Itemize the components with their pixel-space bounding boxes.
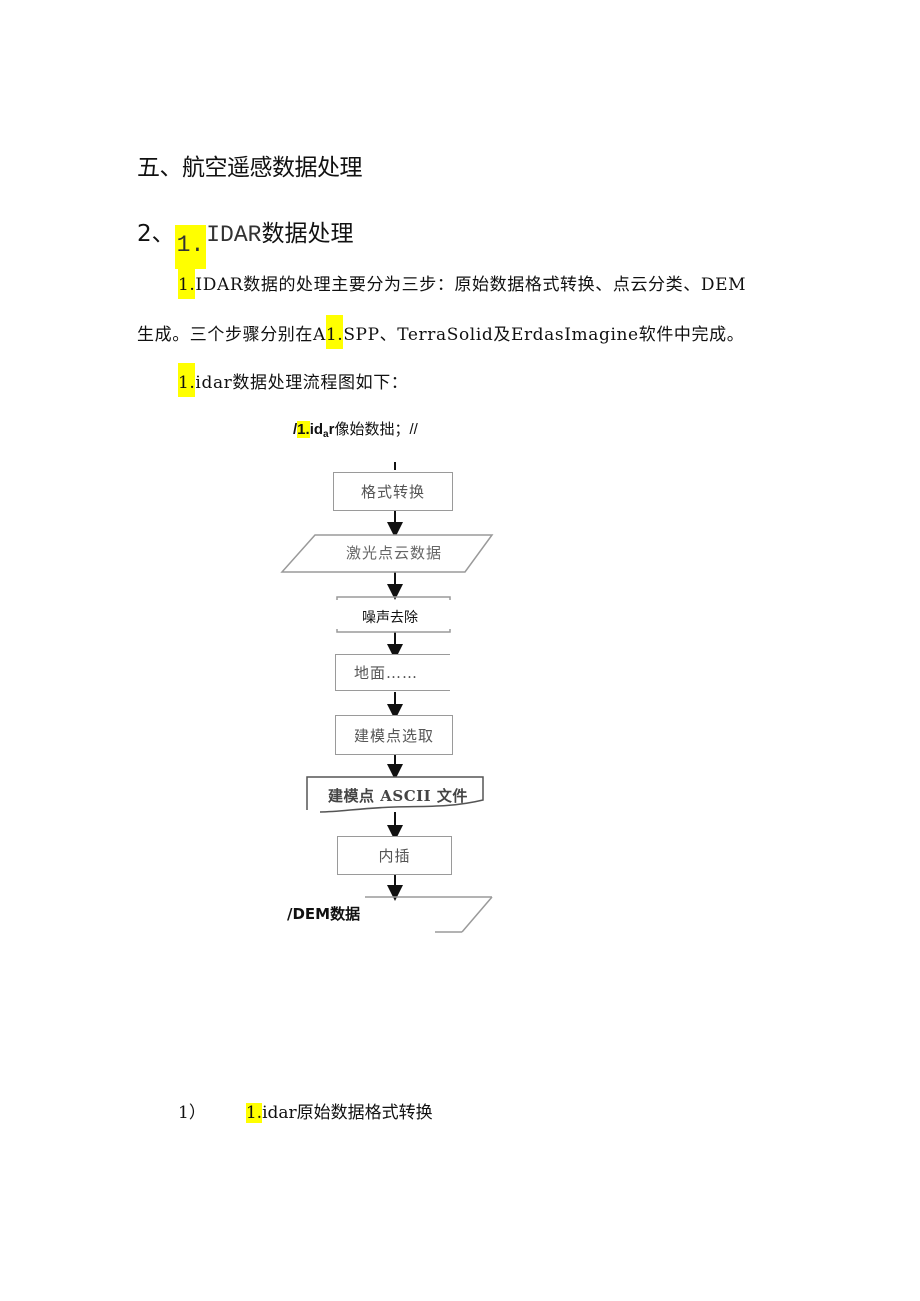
- list-number: 1）: [178, 1103, 206, 1123]
- paragraph-text: IDAR数据的处理主要分为三步：原始数据格式转换、点云分类、DEM: [195, 275, 747, 295]
- flow-step-model-point-selection: 建模点选取: [335, 715, 453, 755]
- flow-step-point-cloud: 激光点云数据: [334, 542, 454, 563]
- subsection-text: idar原始数据格式转换: [262, 1103, 433, 1123]
- highlight-mark: 1.: [325, 315, 344, 349]
- step-label: 格式转换: [360, 483, 425, 501]
- caption-r: r: [328, 421, 335, 438]
- heading-prefix: 2、: [137, 221, 175, 247]
- highlight-mark: 1.: [245, 1103, 263, 1123]
- flow-step-noise-removal: 噪声去除: [362, 607, 418, 627]
- paragraph-text: 生成。三个步骤分别在A: [137, 325, 326, 345]
- paragraph-1-line-1: 1.IDAR数据的处理主要分为三步：原始数据格式转换、点云分类、DEM: [178, 265, 747, 299]
- highlight-mark: 1.: [178, 265, 196, 299]
- flow-step-format-conversion: 格式转换: [333, 472, 453, 511]
- paragraph-1-line-2: 生成。三个步骤分别在A1.SPP、TerraSolid及ErdasImagine…: [137, 315, 745, 349]
- section-heading: 五、航空遥感数据处理: [137, 155, 363, 181]
- caption-id: id: [309, 421, 324, 438]
- highlight-mark: 1.: [178, 363, 196, 397]
- highlight-mark: 1.: [297, 421, 310, 438]
- heading-rest: 数据处理: [261, 221, 354, 247]
- subsection-heading: 2、1.IDAR数据处理: [137, 214, 353, 269]
- caption-sub: a: [323, 429, 329, 440]
- heading-mono-text: IDAR: [206, 222, 262, 248]
- flow-step-ascii-file: 建模点 ASCII 文件: [328, 785, 468, 806]
- flow-step-dem-data: /DEM数据: [287, 903, 360, 924]
- paragraph-text: idar数据处理流程图如下：: [195, 373, 409, 393]
- step-label: 建模点 ASCII 文件: [328, 787, 468, 805]
- paragraph-2: 1.idar数据处理流程图如下：: [178, 363, 409, 397]
- step-label: /DEM数据: [287, 905, 361, 923]
- caption-prefix: /: [293, 421, 298, 438]
- flow-step-interpolation: 内插: [337, 836, 452, 875]
- step-label: 建模点选取: [353, 726, 434, 745]
- subsection-1-heading: 1） 1.idar原始数据格式转换: [178, 1098, 433, 1123]
- figure-caption: /1.idar像始数拙；//: [293, 418, 418, 440]
- paragraph-text: SPP、TerraSolid及ErdasImagine软件中完成。: [343, 325, 745, 345]
- caption-cjk: 像始数拙；//: [334, 421, 418, 438]
- step-label: 内插: [378, 847, 411, 865]
- step-label: 噪声去除: [362, 610, 418, 626]
- flow-step-ground-classification: 地面……: [335, 654, 450, 691]
- highlight-mark: 1.: [174, 225, 207, 269]
- step-label: 地面……: [354, 664, 419, 682]
- step-label: 激光点云数据: [345, 544, 442, 562]
